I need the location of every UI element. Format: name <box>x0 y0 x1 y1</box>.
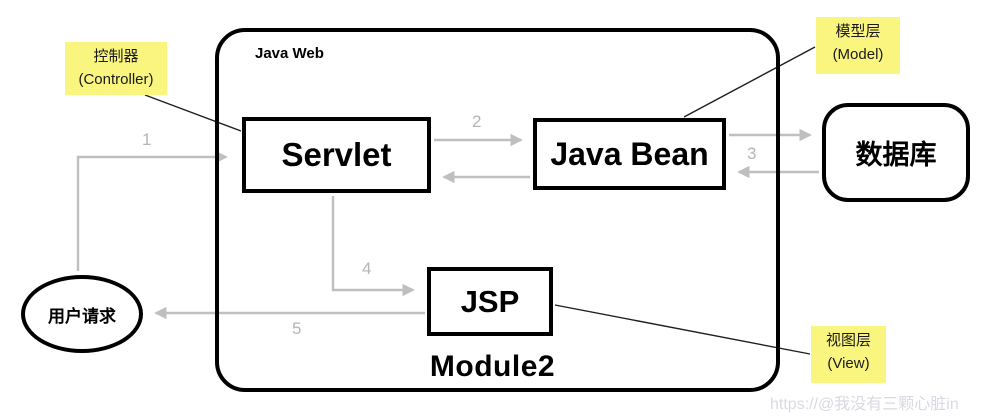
view-note-line1: 视图层 <box>825 332 871 349</box>
database-node: 数据库 <box>822 103 970 202</box>
model-note: 模型层 (Model) <box>816 17 900 74</box>
model-note-line2: (Model) <box>832 45 884 63</box>
model-note-line1: 模型层 <box>835 23 881 40</box>
controller-callout-line <box>144 94 242 132</box>
arrow-label-2: 2 <box>472 112 482 131</box>
watermark: https://@我没有三颗心脏in <box>770 396 959 413</box>
view-note: 视图层 (View) <box>811 326 886 383</box>
arrow-label-5: 5 <box>292 319 302 338</box>
arrow-4-servlet-to-jsp <box>331 196 415 297</box>
controller-note-line1: 控制器 <box>93 48 139 65</box>
arrow-label-3: 3 <box>747 144 757 163</box>
javaweb-module-container <box>215 28 780 392</box>
java-bean-node: Java Bean <box>533 118 726 190</box>
arrow-label-4: 4 <box>362 259 372 278</box>
view-note-line2: (View) <box>827 354 870 372</box>
module-footer-label: Module2 <box>429 350 556 383</box>
arrow-1-user-to-servlet <box>76 150 228 271</box>
model-callout-line <box>683 46 816 118</box>
module-title: Java Web <box>255 45 324 62</box>
user-request-node: 用户请求 <box>21 275 143 353</box>
controller-note: 控制器 (Controller) <box>65 42 167 95</box>
controller-note-line2: (Controller) <box>78 70 154 88</box>
arrow-label-1: 1 <box>142 130 152 149</box>
servlet-node: Servlet <box>242 117 431 193</box>
view-callout-line <box>554 304 811 355</box>
jsp-node: JSP <box>427 267 553 336</box>
